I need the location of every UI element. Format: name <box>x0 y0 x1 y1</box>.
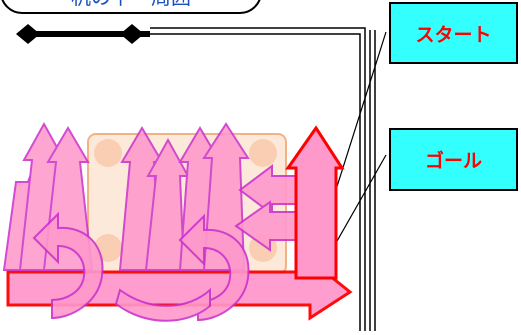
goal-label: ゴール <box>425 146 482 173</box>
start-label-box: スタート <box>389 2 518 64</box>
desk-leg <box>94 139 122 167</box>
goal-label-box: ゴール <box>389 128 518 191</box>
title-callout: 机の下・周囲 <box>0 0 262 14</box>
desk-leg <box>249 139 277 167</box>
door-bar <box>16 24 150 44</box>
title-callout-text: 机の下・周囲 <box>71 0 191 10</box>
start-label: スタート <box>415 20 491 47</box>
goal-up-arrow <box>288 128 342 278</box>
